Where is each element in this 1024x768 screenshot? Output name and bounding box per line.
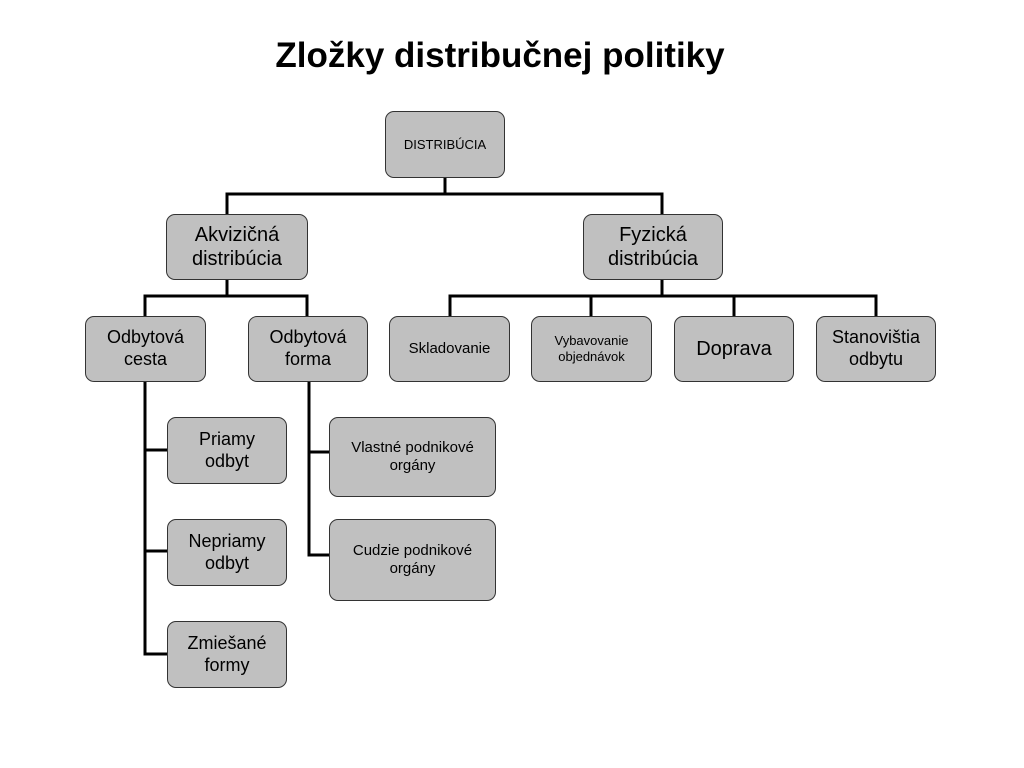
connector-odbytova-forma xyxy=(307,380,331,557)
connector-odbytova-cesta xyxy=(143,380,169,656)
node-doprava: Doprava xyxy=(674,316,794,382)
node-vybavovanie-objednavok: Vybavovanie objednávok xyxy=(531,316,652,382)
diagram-title: Zložky distribučnej politiky xyxy=(275,36,725,75)
node-cudzie-podnikove-organy: Cudzie podnikové orgány xyxy=(329,519,496,601)
node-odbytova-forma: Odbytová forma xyxy=(248,316,368,382)
node-fyzicka-distribucia: Fyzická distribúcia xyxy=(583,214,723,280)
node-priamy-odbyt: Priamy odbyt xyxy=(167,417,287,484)
node-distribucia: DISTRIBÚCIA xyxy=(385,111,505,178)
node-odbytova-cesta: Odbytová cesta xyxy=(85,316,206,382)
connector-root xyxy=(225,176,664,216)
node-stanovistia-odbytu: Stanovištia odbytu xyxy=(816,316,936,382)
connector-fyzicka xyxy=(448,278,878,318)
node-vlastne-podnikove-organy: Vlastné podnikové orgány xyxy=(329,417,496,497)
node-nepriamy-odbyt: Nepriamy odbyt xyxy=(167,519,287,586)
connector-akvizicna xyxy=(143,278,309,318)
node-zmiesane-formy: Zmiešané formy xyxy=(167,621,287,688)
node-akvizicna-distribucia: Akvizičná distribúcia xyxy=(166,214,308,280)
node-skladovanie: Skladovanie xyxy=(389,316,510,382)
